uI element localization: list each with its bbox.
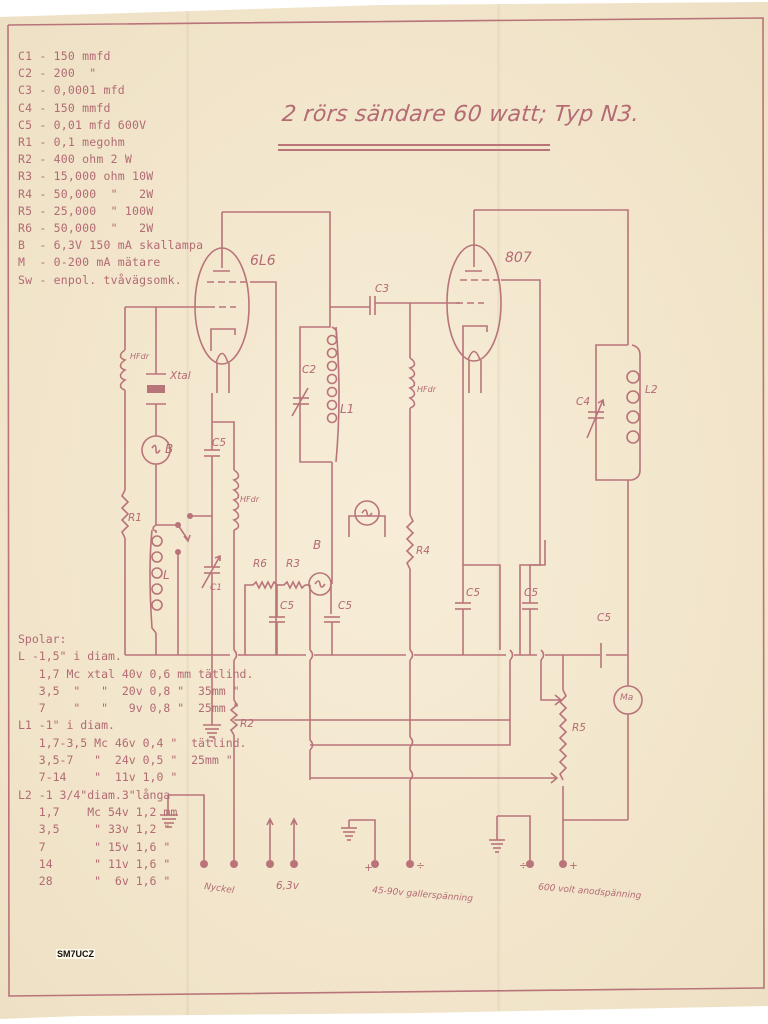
parts-item: R5 - 25,000 " 100W — [18, 203, 154, 218]
title-underline — [278, 149, 550, 151]
label-l1: L1 — [340, 402, 355, 416]
parts-item: B - 6,3V 150 mA skallampa — [18, 238, 204, 253]
label-r5: R5 — [572, 722, 586, 734]
label-r3: R3 — [286, 558, 300, 570]
torn-edge-bottom — [0, 1006, 768, 1024]
parts-item: R4 - 50,000 " 2W — [18, 186, 154, 201]
coil-table: Spolar: L -1,5" i diam. 1,7 Mc xtal 40v … — [18, 631, 253, 890]
coil-row: 1,7 Mc xtal 40v 0,6 mm tätlind. — [18, 666, 254, 681]
coil-row: 28 " 6v 1,6 " — [18, 874, 171, 889]
label-lamp-b: B — [313, 538, 322, 552]
label-plus: + — [364, 862, 373, 874]
watermark: SM7UCZ — [56, 949, 96, 959]
tube-label-6l6: 6L6 — [250, 253, 276, 269]
label-minus: ÷ — [519, 860, 528, 872]
label-r2: R2 — [240, 718, 254, 730]
title-underline — [278, 144, 550, 146]
label-xtal: Xtal — [170, 370, 191, 382]
parts-list: C1 - 150 mmfd C2 - 200 " C3 - 0,0001 mfd… — [18, 48, 203, 289]
label-c2: C2 — [302, 364, 317, 376]
parts-item: R6 - 50,000 " 2W — [18, 221, 154, 236]
label-plus: + — [569, 860, 578, 872]
coil-row: L -1,5" i diam. — [18, 649, 122, 664]
coil-row: 7 " " 9v 0,8 " 25mm " — [18, 701, 240, 716]
tube-label-807: 807 — [505, 250, 532, 266]
label-c5: C5 — [524, 587, 539, 599]
parts-item: C2 - 200 " — [18, 66, 97, 81]
coil-row: L1 -1" i diam. — [18, 718, 115, 733]
parts-item: C3 - 0,0001 mfd — [18, 83, 125, 98]
coil-row: 1,7 Mc 54v 1,2 mm — [18, 804, 178, 819]
coil-row: 3,5 " 33v 1,2 " — [18, 822, 171, 837]
label-heater-terminal: 6,3v — [276, 880, 299, 892]
parts-item: R2 - 400 ohm 2 W — [18, 152, 132, 167]
coil-row: 1,7-3,5 Mc 46v 0,4 " tätlind. — [18, 735, 247, 750]
label-c5: C5 — [280, 600, 295, 612]
label-c5: C5 — [212, 437, 227, 449]
parts-item: Sw - enpol. tvåvägsomk. — [18, 272, 182, 287]
page-border — [7, 17, 765, 997]
label-c4: C4 — [576, 396, 591, 408]
label-hfdr: HFdr — [130, 352, 149, 361]
parts-item: R1 - 0,1 megohm — [18, 135, 125, 150]
label-l2: L2 — [645, 384, 658, 396]
label-r6: R6 — [253, 558, 267, 570]
coil-row: 3,5-7 " 24v 0,5 " 25mm " — [18, 753, 233, 768]
coil-row: L2 -1 3/4"diam.3"långa — [18, 787, 171, 802]
parts-item: C4 - 150 mmfd — [18, 100, 111, 115]
label-lamp-b: B — [165, 442, 174, 456]
label-c5: C5 — [338, 600, 353, 612]
label-r4: R4 — [416, 545, 430, 557]
label-c1: C1 — [210, 583, 223, 593]
parts-item: C1 - 150 mmfd — [18, 49, 111, 63]
parts-item: M - 0-200 mA mätare — [18, 255, 161, 270]
label-c5: C5 — [466, 587, 481, 599]
label-hfdr: HFdr — [417, 385, 436, 394]
coil-row: 7-14 " 11v 1,0 " — [18, 770, 178, 785]
label-hfdr: HFdr — [240, 495, 259, 504]
coil-row: Spolar: — [18, 632, 67, 646]
coil-row: 14 " 11v 1,6 " — [18, 856, 171, 871]
torn-edge-top — [0, 0, 768, 17]
label-minus: ÷ — [416, 860, 425, 872]
label-meter: Ma — [620, 693, 634, 703]
parts-item: R3 - 15,000 ohm 10W — [18, 169, 154, 184]
coil-row: 7 " 15v 1,6 " — [18, 839, 171, 854]
label-r1: R1 — [128, 512, 142, 524]
label-c5: C5 — [597, 612, 612, 624]
coil-row: 3,5 " " 20v 0,8 " 35mm " — [18, 683, 240, 698]
parts-item: C5 - 0,01 mfd 600V — [18, 117, 147, 132]
label-c3: C3 — [375, 283, 390, 295]
label-l: L — [163, 568, 170, 582]
